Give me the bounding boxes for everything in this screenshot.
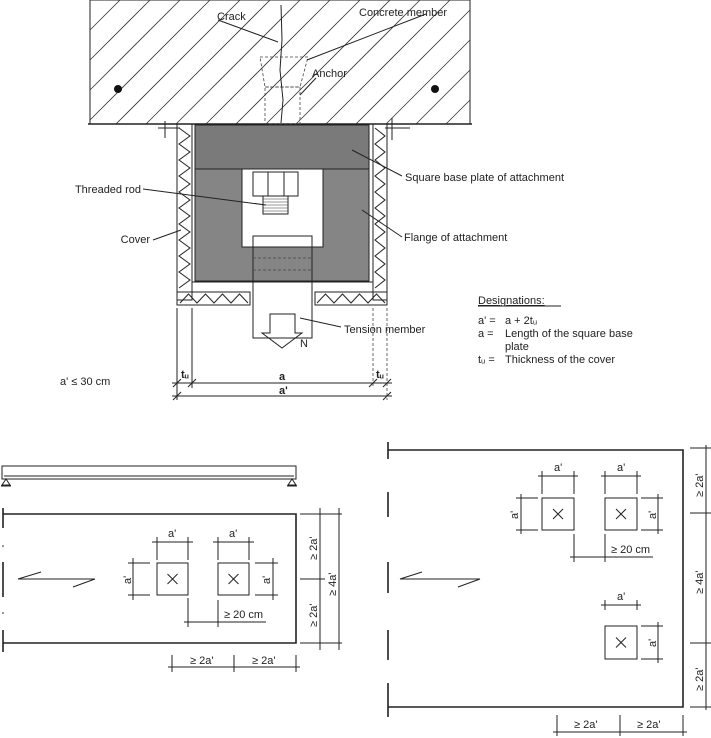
label-cover: Cover xyxy=(121,234,151,246)
designation-text: plate xyxy=(505,341,529,353)
dim-a-prime: a' xyxy=(509,511,521,519)
rebar xyxy=(114,85,122,93)
cover-insulation xyxy=(374,127,386,289)
cover xyxy=(176,123,388,306)
designation-text: a + 2tᵤ xyxy=(505,315,537,327)
anchor-position-icon xyxy=(167,573,178,585)
hatch-line xyxy=(89,0,151,61)
dim-a-prime: a' xyxy=(279,385,288,397)
dim-edge: ≥ 2a' xyxy=(190,655,213,667)
flange xyxy=(194,168,370,282)
dim-edge: ≥ 2a' xyxy=(252,655,275,667)
break-symbol xyxy=(17,571,96,588)
base-plate-square xyxy=(541,497,575,531)
dim-a-prime: a' xyxy=(554,462,562,474)
plan-left xyxy=(2,508,342,672)
hatch-line xyxy=(445,99,471,125)
hatch-line xyxy=(355,9,471,125)
hatch-line xyxy=(205,0,331,125)
square-base-plate xyxy=(194,124,370,170)
dim-a-prime: a' xyxy=(168,528,176,540)
dim-edge: ≥ 2a' xyxy=(308,537,320,560)
label-tension-member: Tension member xyxy=(344,324,426,336)
anchor-position-icon xyxy=(552,508,564,520)
dim-a-prime: a' xyxy=(617,591,625,603)
hatch-line xyxy=(175,0,301,125)
anchor-position-icon xyxy=(615,637,627,648)
attachment xyxy=(194,124,370,349)
hatch-line xyxy=(89,0,211,121)
dim-a-prime: a' xyxy=(261,576,273,584)
dim-a-prime: a' xyxy=(229,528,237,540)
plan-right xyxy=(387,442,711,736)
hatch-line xyxy=(89,0,121,31)
dim-edge: ≥ 2a' xyxy=(694,668,706,691)
dim-tu-right: tᵤ xyxy=(376,369,384,381)
dim-a-prime: a' xyxy=(647,511,659,519)
force-arrow xyxy=(260,313,304,349)
rebar xyxy=(431,85,439,93)
anchor-position-icon xyxy=(228,573,239,585)
designations-title: Designations: xyxy=(478,295,545,307)
dim-edge: ≥ 2a' xyxy=(308,604,320,627)
corner-mark xyxy=(158,121,180,138)
hatch-line xyxy=(295,0,421,125)
leader-lines xyxy=(142,13,427,328)
dim-edge: ≥ 2a' xyxy=(574,719,597,731)
dim-tu-left: tᵤ xyxy=(181,369,189,381)
hatch-line xyxy=(265,0,391,125)
hatch-line xyxy=(325,0,451,125)
designation-text: Length of the square base xyxy=(505,328,633,340)
designation-text: Thickness of the cover xyxy=(505,354,615,366)
label-threaded-rod: Threaded rod xyxy=(75,184,141,196)
dim-edge-total: ≥ 4a' xyxy=(694,571,706,594)
tension-member xyxy=(252,235,313,339)
break-symbol xyxy=(399,571,481,588)
anchor-position-icon xyxy=(615,508,627,520)
label-flange: Flange of attachment xyxy=(404,232,507,244)
label-square-base-plate: Square base plate of attachment xyxy=(405,172,564,184)
dim-a-prime: a' xyxy=(647,639,659,647)
dim-spacing: ≥ 20 cm xyxy=(224,609,263,621)
base-plate-square xyxy=(604,625,638,660)
beam-elevation xyxy=(1,465,297,487)
dim-edge-total: ≥ 4a' xyxy=(327,573,339,596)
dim-spacing: ≥ 20 cm xyxy=(611,544,650,556)
designation-symbol: tᵤ = xyxy=(478,354,495,366)
base-plate-square xyxy=(156,562,189,596)
crack xyxy=(279,4,284,124)
hatch-line xyxy=(385,39,471,125)
label-anchor: Anchor xyxy=(312,68,347,80)
hatch-line xyxy=(415,69,471,125)
designation-symbol: a = xyxy=(478,328,494,340)
cover-insulation xyxy=(178,127,191,289)
dim-edge: ≥ 2a' xyxy=(694,474,706,497)
corner-mark xyxy=(385,118,410,140)
cover-insulation xyxy=(179,293,249,304)
hatch-line xyxy=(89,0,181,91)
anchor xyxy=(259,56,309,125)
label-crack: Crack xyxy=(217,11,246,23)
limit-note: a' ≤ 30 cm xyxy=(60,376,110,388)
label-concrete-member: Concrete member xyxy=(359,7,447,19)
hatch-line xyxy=(235,0,361,125)
hatch-line xyxy=(145,0,271,125)
base-plate-square xyxy=(217,562,250,596)
designation-symbol: a' = xyxy=(478,315,496,327)
label-force: N xyxy=(300,338,308,350)
nut xyxy=(252,171,299,197)
base-plate-square xyxy=(604,497,638,531)
cover-insulation xyxy=(316,293,386,304)
designations: Designations: a' = a + 2tᵤ a = Length of… xyxy=(478,295,633,366)
dim-a-prime: a' xyxy=(122,576,134,584)
dim-a: a xyxy=(279,371,286,383)
dim-edge: ≥ 2a' xyxy=(637,719,660,731)
dim-a-prime: a' xyxy=(617,462,625,474)
section-dimensions xyxy=(172,308,392,401)
